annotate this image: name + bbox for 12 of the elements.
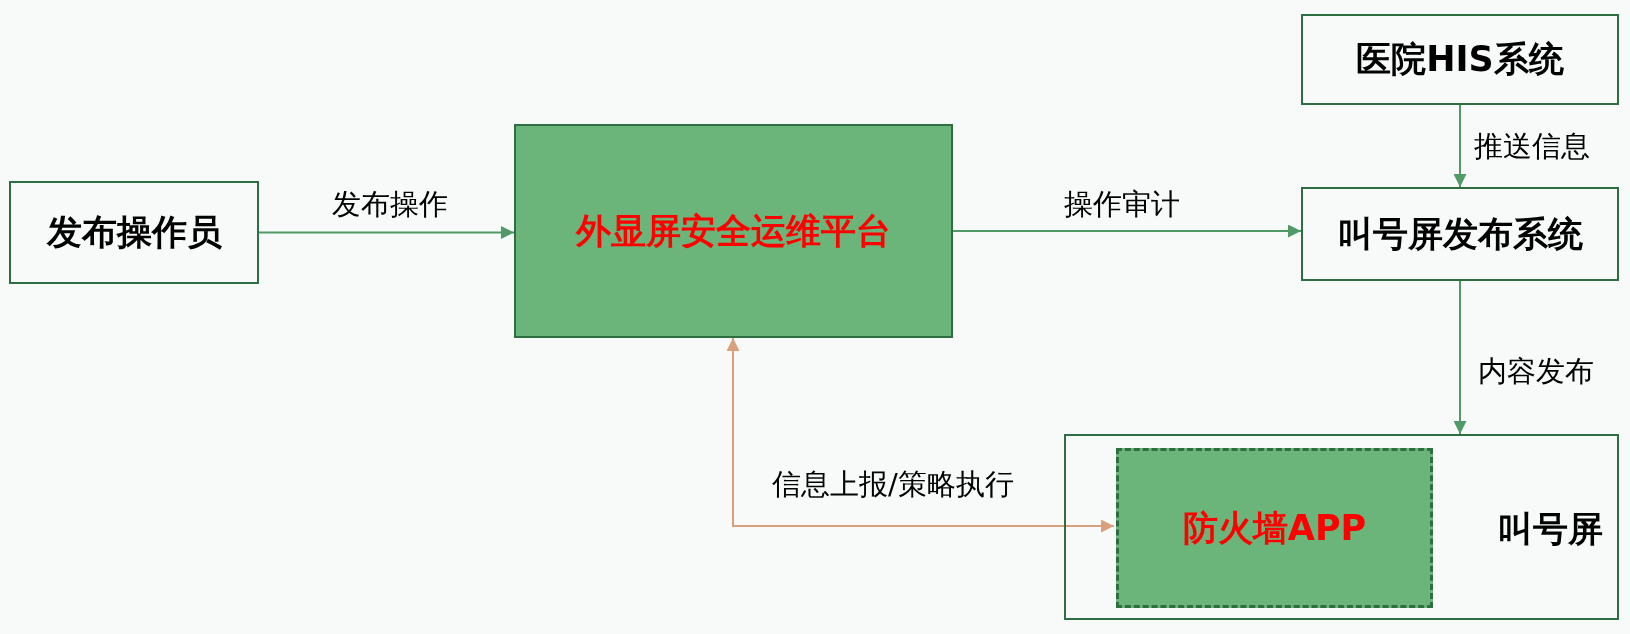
highlight-box: 防火墙APP [1116,448,1433,608]
arrow [1453,280,1467,435]
process-box: 叫号屏发布系统 [1301,187,1619,281]
group-label: 叫号屏 [1497,507,1603,551]
process-box: 医院HIS系统 [1301,14,1619,105]
arrow [952,224,1302,238]
group-box [1064,434,1619,620]
arrow [258,226,515,239]
arrow [726,337,1115,533]
arrow [1453,104,1467,188]
highlight-box: 外显屏安全运维平台 [514,124,953,338]
process-box: 发布操作员 [9,181,259,284]
